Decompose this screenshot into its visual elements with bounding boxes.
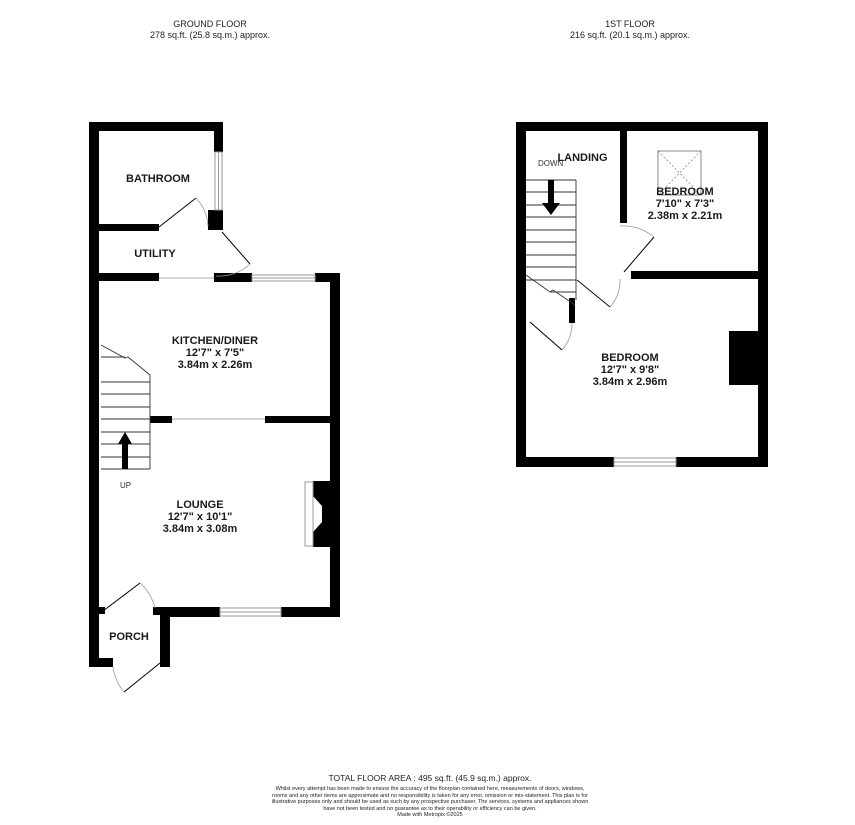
kitchen-dimensions-metric: 3.84m x 2.26m	[177, 359, 253, 371]
total-floor-area: TOTAL FLOOR AREA : 495 sq.ft. (45.9 sq.m…	[328, 773, 532, 783]
bedroom-main-dimensions-imperial: 12'7" x 9'8"	[600, 364, 660, 376]
bedroom-small-dimensions-imperial: 7'10" x 7'3"	[655, 198, 715, 210]
room-label-utility: UTILITY	[134, 248, 176, 260]
first-floor-header: 1ST FLOOR 216 sq.ft. (20.1 sq.m.) approx…	[540, 19, 720, 41]
stairs-down-arrow-icon	[542, 180, 560, 215]
first-floor-doors	[529, 225, 655, 351]
skylight-icon	[657, 150, 702, 196]
stairs-down-label: DOWN	[538, 159, 564, 168]
kitchen-dimensions-imperial: 12'7" x 7'5"	[185, 347, 245, 359]
disclaimer-text: Whilst every attempt has been made to en…	[271, 786, 589, 812]
first-floor-area: 216 sq.ft. (20.1 sq.m.) approx.	[569, 30, 691, 40]
stairs-up-arrow-icon	[118, 432, 132, 469]
room-label-bathroom: BATHROOM	[126, 173, 190, 185]
room-label-bedroom-main: BEDROOM 12'7" x 9'8" 3.84m x 2.96m	[580, 352, 680, 388]
room-label-bedroom-small: BEDROOM 7'10" x 7'3" 2.38m x 2.21m	[640, 186, 730, 222]
room-label-porch: PORCH	[109, 631, 149, 643]
ground-floor-openings	[159, 277, 265, 420]
ground-floor-doors	[102, 197, 251, 693]
ground-floor-title: GROUND FLOOR	[173, 19, 247, 29]
first-floor-windows	[613, 457, 677, 467]
stairs-up-label: UP	[120, 481, 132, 490]
lounge-dimensions-metric: 3.84m x 3.08m	[162, 523, 238, 535]
made-with-credit: Made with Metropix ©2025	[397, 812, 463, 819]
ground-floor-header: GROUND FLOOR 278 sq.ft. (25.8 sq.m.) app…	[120, 19, 300, 41]
room-label-kitchen-diner: KITCHEN/DINER 12'7" x 7'5" 3.84m x 2.26m	[155, 335, 275, 371]
room-label-landing: LANDING	[557, 152, 608, 164]
room-label-lounge: LOUNGE 12'7" x 10'1" 3.84m x 3.08m	[145, 499, 255, 535]
ground-floor-plan	[89, 122, 340, 667]
bedroom-main-dimensions-metric: 3.84m x 2.96m	[592, 376, 668, 388]
first-floor-stairs	[525, 179, 611, 308]
bedroom-small-dimensions-metric: 2.38m x 2.21m	[647, 210, 723, 222]
ground-floor-windows	[214, 151, 316, 617]
first-floor-plan	[516, 122, 768, 467]
footer: TOTAL FLOOR AREA : 495 sq.ft. (45.9 sq.m…	[270, 773, 590, 818]
ground-floor-area: 278 sq.ft. (25.8 sq.m.) approx.	[149, 30, 271, 40]
lounge-dimensions-imperial: 12'7" x 10'1"	[167, 511, 233, 523]
first-floor-title: 1ST FLOOR	[605, 19, 655, 29]
